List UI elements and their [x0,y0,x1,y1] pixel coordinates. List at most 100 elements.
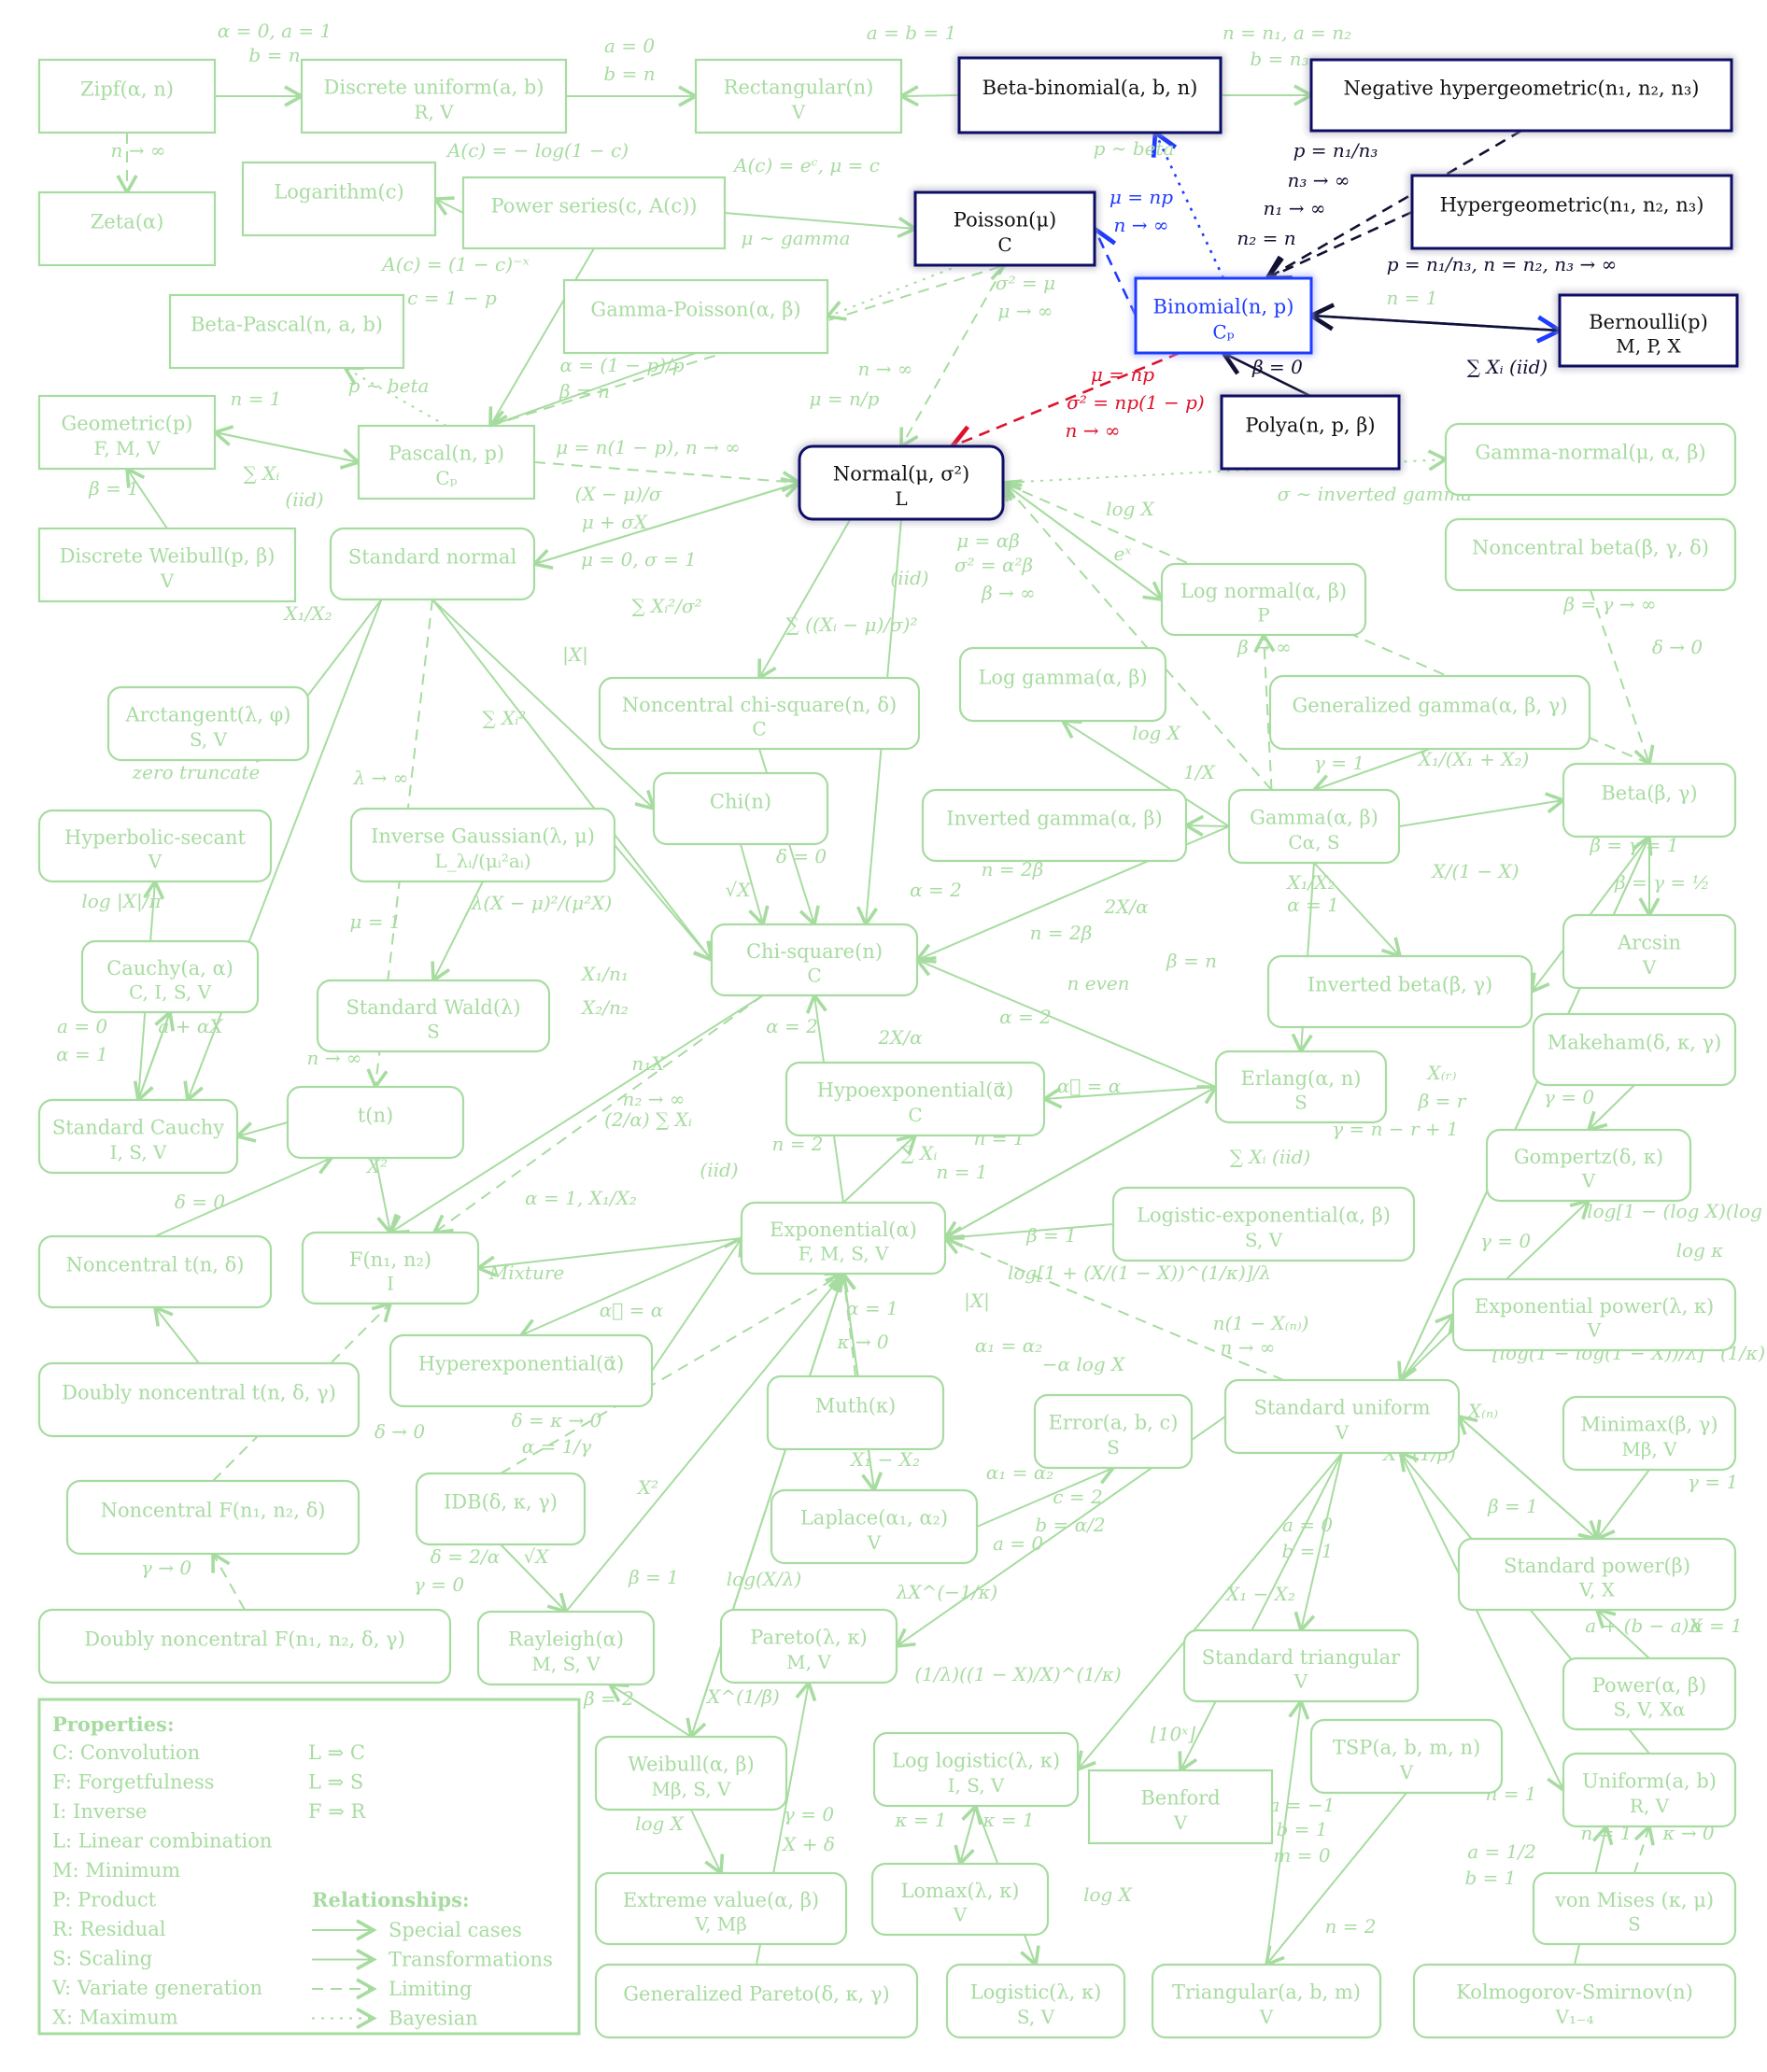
edge-label: X + δ [781,1833,835,1855]
node-hypoexponential: Hypoexponential(α⃗)C [785,1061,1046,1137]
legend-property: X: Maximum [52,2007,178,2029]
edge-label: γ = 0 [414,1573,464,1596]
node-box [37,1608,452,1684]
nodes-layer: Zipf(α, n)Discrete uniform(a, b)R, VRect… [37,56,1739,2039]
node-box [389,1333,654,1408]
edge-label: (X − μ)/σ [575,483,663,505]
legend-implication: L ⇒ C [308,1741,365,1764]
node-standard-normal: Standard normal [329,527,536,601]
node-title: Binomial(n, p) [1153,296,1294,318]
node-properties: Cₚ [435,467,457,489]
edge-label: β = n [1166,950,1217,972]
relationship-edge [976,1464,1117,1528]
node-hypergeometric: Hypergeometric(n₁, n₂, n₃) [1410,174,1733,250]
edge-label: log X [1132,722,1181,744]
node-properties: V [1587,1319,1602,1342]
edge-label: β = 1 [1025,1224,1077,1247]
node-box [1268,674,1591,751]
node-laplace: Laplace(α₁, α₂)V [770,1488,979,1565]
edge-label: α = 2 [999,1006,1052,1028]
relationship-edge [517,1237,742,1339]
node-bernoulli: Bernoulli(p)M, P, X [1558,293,1739,368]
node-title: Bernoulli(p) [1589,311,1708,333]
edge-label: (2/α) ∑ Xᵢ [604,1108,692,1131]
node-title: Negative hypergeometric(n₁, n₂, n₃) [1344,77,1700,99]
relationship-edge [651,1234,744,1372]
node-box [1562,1395,1737,1472]
edge-label: κ = 1 [894,1809,946,1831]
node-title: Log gamma(α, β) [978,666,1147,688]
node-log-gamma: Log gamma(α, β) [958,646,1167,723]
edge-label: p ∼ beta [348,374,430,397]
relationship-edge [1059,719,1230,827]
relationship-edge [1313,862,1403,959]
node-chi: Chi(n) [652,771,829,846]
node-title: Weibull(α, β) [628,1754,754,1776]
relationship-edge [1398,792,1567,827]
node-properties: Cα, S [1288,831,1339,853]
node-von-mises: von Mises (κ, μ)S [1532,1871,1737,1946]
node-title: Rayleigh(α) [508,1628,624,1651]
node-inverse-gaussian: Inverse Gaussian(λ, μ)L_λᵢ/(μᵢ²aᵢ) [349,807,616,883]
edge-label: log X [1106,498,1155,520]
node-title: IDB(δ, κ, γ) [444,1490,558,1513]
node-properties: Mβ, V [1621,1438,1677,1460]
relationship-edge [1265,1698,1310,1966]
node-tsp: TSP(a, b, m, n)V [1309,1718,1504,1795]
node-inverted-beta: Inverted beta(β, γ) [1266,954,1534,1029]
edge-label: γ = 0 [784,1803,834,1825]
node-properties: Mβ, S, V [652,1778,731,1800]
relationship-edge [487,352,697,431]
edge-label: 1/X [1183,761,1215,783]
node-standard-power: Standard power(β)V, X [1457,1537,1737,1612]
node-box [1160,562,1367,637]
node-extreme-value: Extreme value(α, β)V, Mβ [594,1871,848,1946]
node-title: Arctangent(λ, φ) [124,704,290,726]
node-gamma: Gamma(α, β)Cα, S [1227,788,1401,865]
node-generalized-gamma: Generalized gamma(α, β, γ) [1268,674,1591,751]
node-triangular: Triangular(a, b, m)V [1151,1963,1382,2039]
node-properties: I [387,1273,394,1295]
relationship-edge [1456,1414,1598,1540]
node-title: Zipf(α, n) [80,78,174,100]
edge-label: n₂ → ∞ [622,1088,685,1110]
node-box [106,685,310,762]
node-inverted-gamma: Inverted gamma(α, β) [921,788,1188,863]
edge-label: σ ∼ inverted gamma [1278,483,1473,505]
edge-label: 2X/α [1103,895,1149,918]
relationship-edge [941,1223,1114,1248]
node-properties: V [148,851,163,873]
node-noncentral-beta: Noncentral beta(β, γ, δ) [1444,517,1737,592]
edge-label: n = 1 [230,388,281,410]
node-normal: Normal(μ, σ²)L [798,444,1005,521]
node-title: Cauchy(a, α) [106,957,233,980]
node-title: Noncentral t(n, δ) [66,1253,245,1276]
edge-label: σ² = μ [996,272,1055,294]
edge-label: log[1 − (log X)(log κ)/δ] [1587,1200,1767,1222]
node-power-series: Power series(c, A(c)) [461,176,727,250]
node-zeta: Zeta(α) [37,190,217,267]
edge-label: X/(1 − X) [1430,860,1519,882]
edge-label: n = n₁, a = n₂ [1223,21,1351,44]
edge-label: √X [524,1545,550,1568]
edge-label: κ = 1 [982,1809,1034,1831]
node-box [1562,1752,1737,1828]
node-logarithm: Logarithm(c) [241,161,437,237]
node-noncentral-chisq: Noncentral chi-square(n, δ)C [598,676,921,751]
edge-label: μ = αβ [956,529,1020,552]
node-properties: F, M, S, V [799,1243,889,1265]
legend-property: C: Convolution [52,1741,200,1764]
node-properties: S [1107,1436,1120,1459]
node-gamma-poisson: Gamma-Poisson(α, β) [562,278,829,355]
edge-label: μ = n(1 − p), n → ∞ [556,436,741,458]
relationship-edge [1310,748,1431,796]
node-box [1309,58,1733,133]
node-title: Log normal(α, β) [1180,580,1347,602]
edge-label: n = 2 [1324,1915,1376,1938]
edge-label: ∑ Xᵢ² [483,707,527,729]
node-t: t(n) [286,1085,465,1160]
relationship-edge [1182,814,1230,837]
legend-implication: L ⇒ S [308,1771,363,1794]
